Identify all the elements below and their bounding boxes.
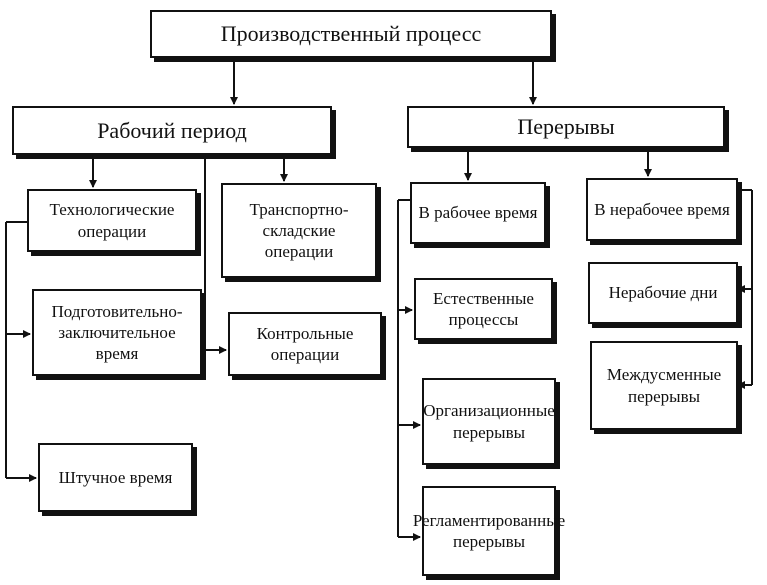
inter-shift-breaks-label: Междусменные перерывы <box>606 365 722 406</box>
preparatory-final-time-label: Подготовительно-заключительное время <box>51 301 183 364</box>
regulated-breaks-label: Регламентированные перерывы <box>412 510 566 551</box>
natural-processes-box: Естественные процессы <box>414 278 553 340</box>
root-node-box: Производственный процесс <box>150 10 552 58</box>
organizational-breaks-label: Организационные перерывы <box>423 401 555 442</box>
in-working-time-label: В рабочее время <box>418 203 538 223</box>
root-node-label: Производственный процесс <box>220 21 482 47</box>
control-operations-label: Контрольные операции <box>256 323 354 364</box>
technological-operations-box: Технологические операции <box>27 189 197 252</box>
connector-wp-control <box>204 155 227 354</box>
breaks-label: Перерывы <box>517 114 615 140</box>
in-non-working-time-box: В нерабочее время <box>586 178 738 241</box>
working-period-box: Рабочий период <box>12 106 332 155</box>
working-period-label: Рабочий период <box>97 117 247 143</box>
in-working-time-box: В рабочее время <box>410 182 546 244</box>
non-working-days-box: Нерабочие дни <box>588 262 738 324</box>
regulated-breaks-box: Регламентированные перерывы <box>413 486 565 576</box>
transport-storage-operations-label: Транспортно-складские операции <box>249 199 349 262</box>
organizational-breaks-box: Организационные перерывы <box>422 378 556 465</box>
in-non-working-time-label: В нерабочее время <box>594 199 730 219</box>
technological-operations-label: Технологические операции <box>49 200 175 241</box>
control-operations-box: Контрольные операции <box>228 312 382 376</box>
preparatory-final-time-box: Подготовительно-заключительное время <box>32 289 202 376</box>
non-working-days-label: Нерабочие дни <box>608 283 718 303</box>
natural-processes-label: Естественные процессы <box>433 288 534 329</box>
transport-storage-operations-box: Транспортно-складские операции <box>221 183 377 278</box>
breaks-box: Перерывы <box>407 106 725 148</box>
piece-time-label: Штучное время <box>58 467 173 487</box>
piece-time-box: Штучное время <box>38 443 193 512</box>
inter-shift-breaks-box: Междусменные перерывы <box>590 341 738 430</box>
